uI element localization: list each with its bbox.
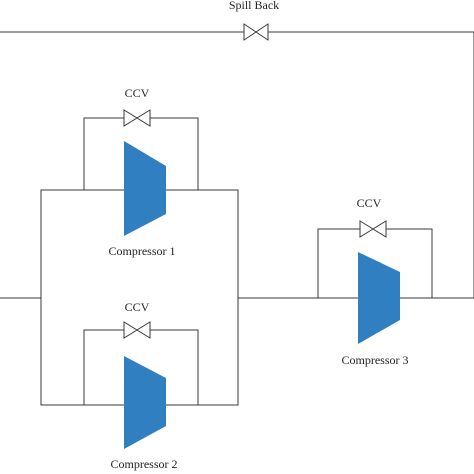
- ccv-1-valve: [123, 109, 151, 127]
- ccv-3-label: CCV: [357, 196, 382, 210]
- compressor-2-shape: [124, 356, 166, 449]
- compressor-1-label: Compressor 1: [109, 244, 176, 258]
- compressor-3-label: Compressor 3: [342, 353, 409, 367]
- compressor-2-recycle-loop: [83, 329, 199, 406]
- ccv-3-valve: [359, 220, 387, 238]
- ccv-1-label: CCV: [125, 86, 150, 100]
- spill-back-line: [0, 31, 474, 299]
- compressor-1-shape: [124, 141, 166, 236]
- compressor-1-recycle-loop: [83, 117, 199, 191]
- ccv-2-label: CCV: [125, 300, 150, 314]
- compressor-3-shape: [358, 252, 400, 344]
- compressor-3-recycle-loop: [317, 228, 433, 299]
- spill-back-label: Spill Back: [229, 0, 279, 12]
- compressor-2-label: Compressor 2: [111, 457, 178, 471]
- spill-back-valve: [243, 23, 269, 41]
- ccv-2-valve: [123, 321, 151, 339]
